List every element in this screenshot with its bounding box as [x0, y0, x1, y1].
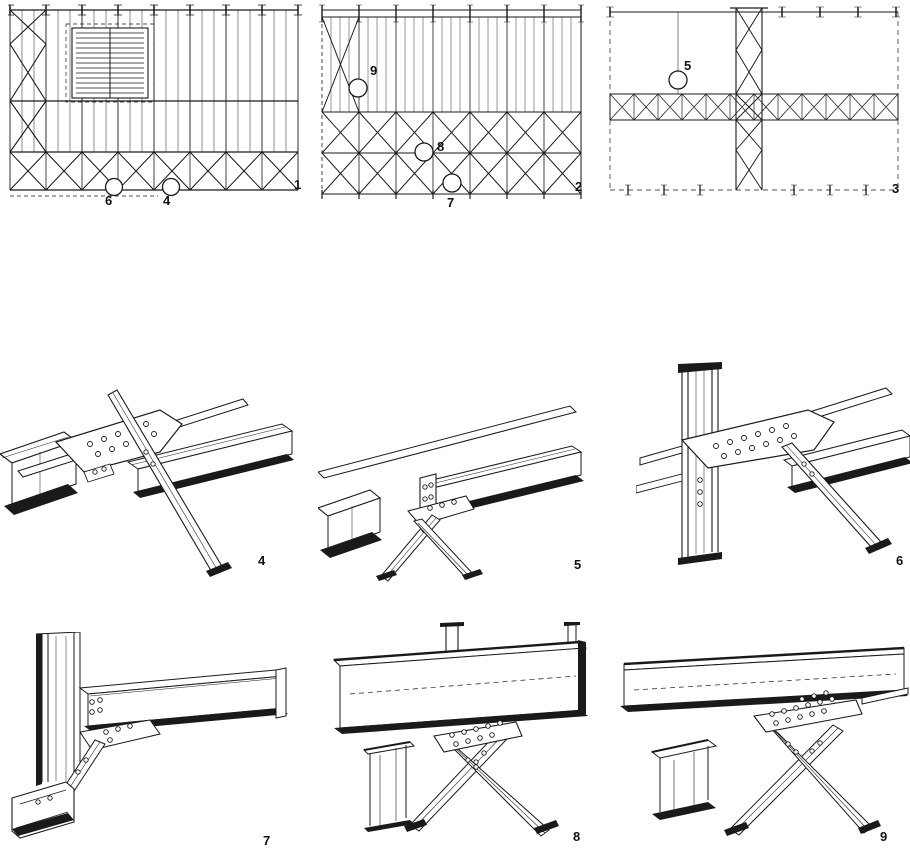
detail-7-column [35, 632, 81, 786]
detail-6-left-strap [636, 445, 683, 494]
connection-detail-7: 7 [8, 632, 308, 851]
detail-7-beam [78, 667, 288, 732]
plan-3-outline [609, 11, 899, 191]
detail-5-flat-strap [318, 405, 577, 479]
detail-9-right-strap [861, 687, 909, 705]
framing-plan-2-drawing [319, 4, 584, 199]
connection-detail-5: 5 [318, 378, 598, 598]
detail-6-label: 6 [896, 553, 904, 568]
connection-detail-7-drawing [11, 632, 288, 839]
plan-3-callout [668, 12, 688, 94]
detail-8-top-stiffeners [440, 622, 580, 652]
framing-plan-1: 6 4 1 [8, 4, 308, 214]
plan-3-horizontal-truss [609, 93, 899, 121]
plan-1-label: 1 [294, 177, 302, 192]
plan-1-stair [65, 23, 155, 103]
detail-6-right-beam [782, 429, 910, 493]
detail-9-brace-left [724, 724, 844, 836]
callout-number-8: 8 [437, 139, 445, 154]
detail-4-label: 4 [258, 553, 266, 568]
connection-detail-5-drawing [318, 405, 584, 582]
plan-1-callout-circles [104, 177, 181, 197]
detail-7-label: 7 [263, 833, 271, 848]
connection-detail-4: 4 [0, 362, 310, 597]
plan-1-bottom-truss [9, 151, 299, 197]
detail-9-brace-right [769, 726, 881, 834]
detail-6-diagonal-brace [781, 442, 892, 554]
connection-detail-6-drawing [636, 362, 910, 565]
connection-detail-8-drawing [332, 622, 588, 837]
callout-number-4: 4 [163, 193, 171, 208]
detail-9-label: 9 [880, 829, 888, 844]
detail-5-brace-left [376, 514, 441, 582]
detail-6-gusset-plate [680, 409, 835, 469]
callout-number-7: 7 [447, 195, 455, 210]
callout-number-6: 6 [105, 193, 113, 208]
detail-5-left-beam [318, 489, 382, 558]
detail-8-gusset-plate [433, 720, 523, 753]
detail-6-column [678, 362, 722, 565]
detail-9-girder [620, 646, 908, 712]
callout-number-9: 9 [370, 63, 378, 78]
connection-detail-6: 6 [636, 362, 910, 597]
plan-2-column-marks [319, 4, 584, 199]
framing-plan-1-drawing [8, 4, 302, 197]
connection-detail-8: 8 [318, 622, 600, 851]
plan-2-bracing [321, 16, 582, 195]
plan-3-column-marks [606, 6, 900, 196]
framing-plan-3: 5 3 [604, 4, 904, 214]
connection-detail-4-drawing [0, 389, 294, 577]
detail-5-brace-right [413, 518, 483, 580]
plan-3-label: 3 [892, 181, 900, 196]
connection-detail-9-drawing [620, 646, 909, 836]
plan-3-vertical-tower [730, 7, 768, 191]
plan-1-left-bracing [9, 9, 47, 153]
detail-8-label: 8 [573, 829, 581, 844]
plan-2-callout-circles [348, 78, 462, 193]
framing-plan-3-drawing [606, 6, 900, 196]
framing-plan-2: 9 8 7 2 [318, 4, 590, 214]
plan-2-grid [321, 9, 582, 195]
detail-4-diagonal-brace [107, 389, 232, 577]
detail-5-label: 5 [574, 557, 582, 572]
detail-8-plate-girder [332, 640, 588, 734]
callout-number-5: 5 [684, 58, 692, 73]
detail-9-left-beam [650, 739, 718, 820]
detail-8-left-post [362, 741, 416, 832]
plan-2-label: 2 [575, 179, 583, 194]
detail-7-channel [11, 781, 75, 839]
connection-detail-9: 9 [616, 642, 910, 851]
detail-8-brace-right [446, 741, 559, 837]
detail-9-gusset-plate [753, 696, 863, 733]
